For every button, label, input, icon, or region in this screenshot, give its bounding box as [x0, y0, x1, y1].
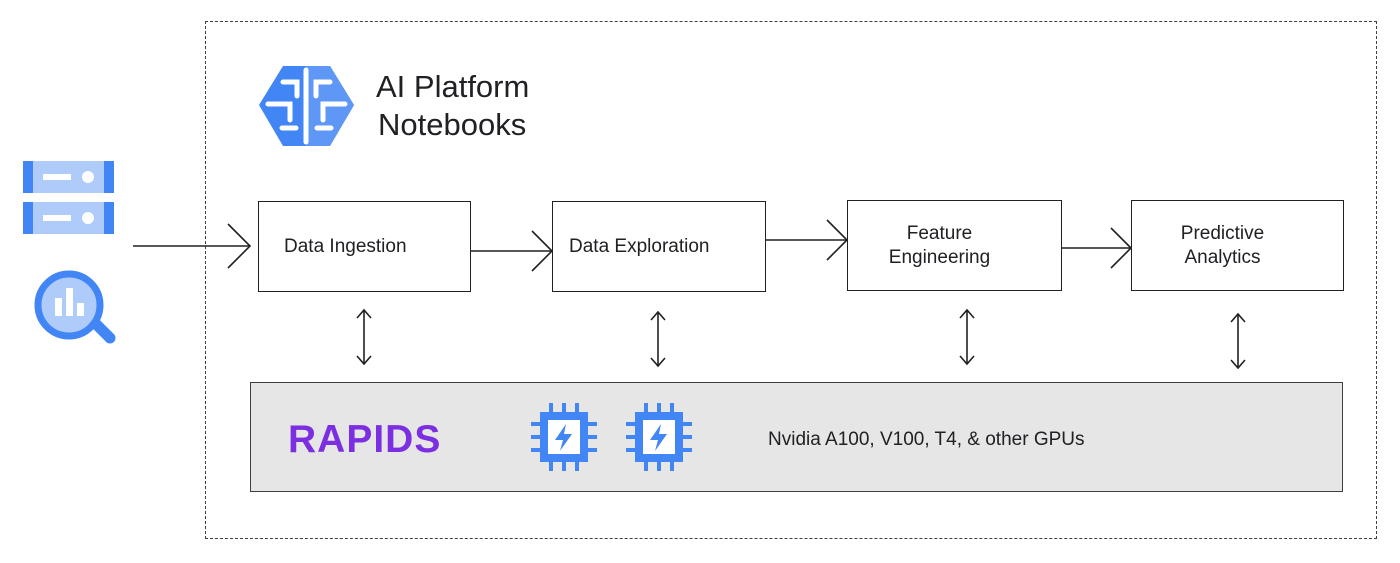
- ai-platform-container: [205, 21, 1377, 539]
- bidirectional-arrow-ingestion: [356, 308, 372, 366]
- gpu-chip-icon: [531, 403, 597, 471]
- bidirectional-arrow-predictive: [1230, 312, 1246, 370]
- gpu-acceleration-bar: [250, 382, 1343, 492]
- stage-data-exploration: Data Exploration: [552, 201, 766, 292]
- stage-label: Data Exploration: [569, 235, 710, 257]
- ai-platform-brain-icon: [259, 66, 354, 146]
- platform-title: AI Platform Notebooks: [376, 68, 529, 144]
- stage-label-line1: Feature: [906, 222, 973, 244]
- rapids-logo: RAPIDS: [288, 418, 442, 461]
- stage-data-ingestion: Data Ingestion: [258, 201, 471, 292]
- storage-server-icon: [23, 161, 114, 234]
- stage-feature-engineering: Feature Engineering: [847, 200, 1062, 291]
- gpu-chip-icon: [626, 403, 692, 471]
- stage-label-line2: Engineering: [888, 246, 991, 268]
- bigquery-icon: [34, 270, 116, 344]
- stage-label-line1: Predictive: [1180, 222, 1265, 244]
- stage-predictive-analytics: Predictive Analytics: [1131, 200, 1344, 291]
- stage-label-line2: Analytics: [1184, 246, 1261, 268]
- input-arrow: [133, 223, 252, 269]
- gpu-list-label: Nvidia A100, V100, T4, & other GPUs: [768, 429, 1085, 450]
- platform-title-line1: AI Platform: [376, 69, 530, 104]
- stage-label: Data Ingestion: [284, 235, 407, 257]
- platform-title-line2: Notebooks: [378, 107, 527, 142]
- bidirectional-arrow-feature: [959, 308, 975, 366]
- bidirectional-arrow-exploration: [650, 310, 666, 368]
